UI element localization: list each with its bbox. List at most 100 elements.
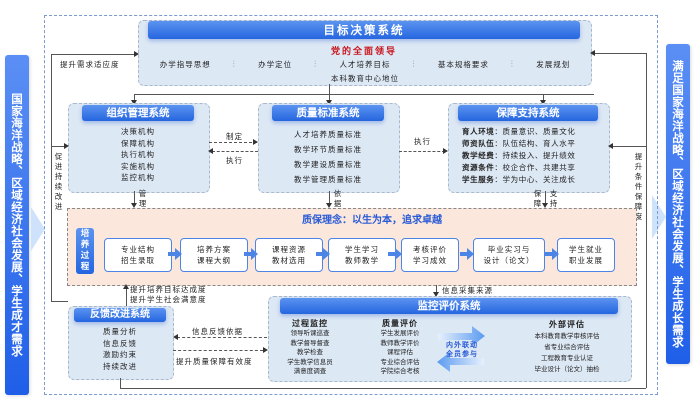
org-item: 监控机构 [121, 173, 155, 182]
feedback-item: 持续改进 [103, 361, 137, 371]
arrow-down-icon [326, 100, 332, 105]
improve-demand-label: 提升需求适应度 [60, 60, 120, 69]
left-requirement-banner: 国家海洋战略、区域经济社会发展、学生成才需求 [5, 55, 29, 395]
right-big-arrow-icon [652, 195, 666, 239]
process-monitor-column: 过程监控 领导听课巡查 教学督导督查 教学检查 学生教学信息员 满意度调查 [274, 318, 346, 377]
external-eval-column: 外部评估 本科教育教学审核评估 省专业综合评估 工程教育专业认证 毕业设计（论文… [508, 318, 626, 375]
formulate-line [209, 142, 257, 143]
quality-eval-title: 质量评价 [382, 319, 418, 328]
external-eval-item: 毕业设计（论文）抽检 [534, 365, 600, 373]
process-tag-text: 培养过程 [80, 229, 90, 272]
feedback-item: 激励约束 [103, 350, 137, 359]
guarantee-label: 保障 [533, 189, 542, 208]
step-line: 课程大纲 [197, 256, 231, 265]
step-line: 学习成效 [413, 256, 447, 265]
right-end-line [646, 348, 647, 388]
manage-label: 管理 [138, 189, 147, 208]
left-big-arrow-icon [31, 207, 45, 251]
quality-eval-item: 课程评估 [387, 348, 413, 356]
support-item-key: 学生服务 [462, 175, 495, 184]
center-line: 内外联动 [446, 341, 478, 349]
support-system-title: 保障支持系统 [458, 105, 598, 121]
support-item-value: 学为中心、关注成长 [502, 175, 576, 184]
process-monitor-title: 过程监控 [292, 319, 328, 328]
arrow-down-icon [131, 100, 137, 105]
org-item: 决策机构 [121, 127, 155, 136]
quality-eval-item: 教师教学评价 [380, 338, 420, 347]
process-monitor-item: 学生教学信息员 [287, 357, 333, 366]
goal-item: 基本规格要求 [437, 60, 489, 69]
leadership-label: 党的全面领导 [330, 47, 397, 57]
support-item-value: 队伍结构、育人水平 [502, 139, 576, 148]
connector-line [134, 94, 135, 102]
feedback-item: 质量分析 [103, 327, 137, 336]
quality-eval-item: 学院综合考核 [380, 367, 420, 375]
quality-eval-item: 学生发展评价 [380, 329, 420, 337]
step-line: 学生就业 [569, 245, 603, 254]
org-system-title: 组织管理系统 [82, 105, 194, 121]
step-line: 招生录取 [121, 256, 155, 265]
quality-std-item: 教学建设质量标准 [294, 160, 362, 169]
process-step-5: 考核评价学习成效 [401, 238, 459, 272]
process-step-1: 专业结构招生录取 [104, 238, 172, 272]
step-arrow-icon [168, 248, 182, 260]
execute-line [212, 151, 258, 152]
support-line [545, 191, 546, 206]
quality-std-items: 人才培养质量标准 教学环节质量标准 教学建设质量标准 教学管理质量标准 [258, 127, 398, 187]
arrow-left-icon [208, 148, 213, 154]
improve-satisfaction-label: 提升学生社会满意度 [130, 295, 207, 304]
feedback-item: 信息反馈 [103, 338, 137, 348]
process-step-7: 学生就业职业发展 [557, 238, 615, 272]
improve-loop-line [51, 146, 67, 147]
step-line: 设计（论文） [483, 256, 535, 265]
basis-line [329, 191, 330, 206]
org-item: 保障机构 [121, 138, 155, 148]
arrow-down-icon [326, 203, 332, 208]
improve-goal-line [126, 286, 127, 308]
feedback-basis-line [177, 337, 267, 338]
arrow-down-icon [433, 292, 439, 297]
external-eval-item: 工程教育专业认证 [541, 354, 593, 362]
feedback-items: 质量分析 信息反馈 激励约束 持续改进 [68, 326, 172, 372]
quality-std-title: 质量标准系统 [272, 105, 384, 121]
goal-system-title: 目标决策系统 [148, 21, 580, 39]
arrow-up-icon [123, 284, 129, 289]
formulate-label: 制定 [226, 132, 243, 141]
arrow-right-icon [134, 51, 139, 57]
improve-goal-label: 提升培养目标达成度 [130, 285, 207, 294]
improve-loop-line [51, 146, 52, 302]
demand-loop-line [51, 54, 52, 146]
info-source-line [436, 285, 437, 295]
step-line: 学生学习 [345, 245, 379, 254]
step-arrow-icon [460, 248, 474, 260]
support-item: 资源条件：校企合作、共建共享 [462, 163, 576, 172]
right-banner-text: 满足国家海洋战略、区域经济社会发展、学生成长需求 [671, 60, 685, 348]
center-linkage-label: 内外联动 全员参与 [436, 341, 488, 359]
basis-label: 依据 [333, 189, 342, 208]
step-line: 教材选用 [272, 256, 306, 265]
step-line: 考核评价 [413, 245, 447, 254]
center-line: 全员参与 [446, 350, 478, 358]
center-status-label: 本科教育中心地位 [331, 74, 399, 83]
support-item-value: 校企合作、共建共享 [502, 163, 576, 172]
execute-right-label: 执行 [414, 137, 431, 146]
connector-line [329, 94, 330, 102]
connector-line [543, 94, 544, 102]
bottom-loop-line [120, 388, 646, 389]
execute-right-line [399, 151, 445, 152]
external-eval-item: 本科教育教学审核评估 [534, 332, 600, 340]
org-items: 决策机构 保障机构 执行机构 实施机构 监控机构 [68, 126, 208, 184]
org-item: 执行机构 [121, 150, 155, 159]
quality-eval-item: 专业综合评估 [380, 357, 420, 366]
goal-down-line [329, 84, 330, 94]
support-item-key: 资源条件 [462, 163, 495, 172]
goal-distribution-line [134, 94, 594, 95]
support-item-key: 教学经费 [462, 151, 495, 160]
manage-line [134, 191, 135, 206]
external-eval-item: 省专业综合评估 [544, 343, 590, 351]
step-arrow-icon [316, 248, 330, 260]
support-item: 育人环境：质量意识、质量文化 [462, 127, 576, 136]
quality-std-item: 教学管理质量标准 [294, 175, 362, 184]
step-line: 培养方案 [197, 245, 231, 254]
process-monitor-item: 教学督导督查 [290, 338, 330, 347]
